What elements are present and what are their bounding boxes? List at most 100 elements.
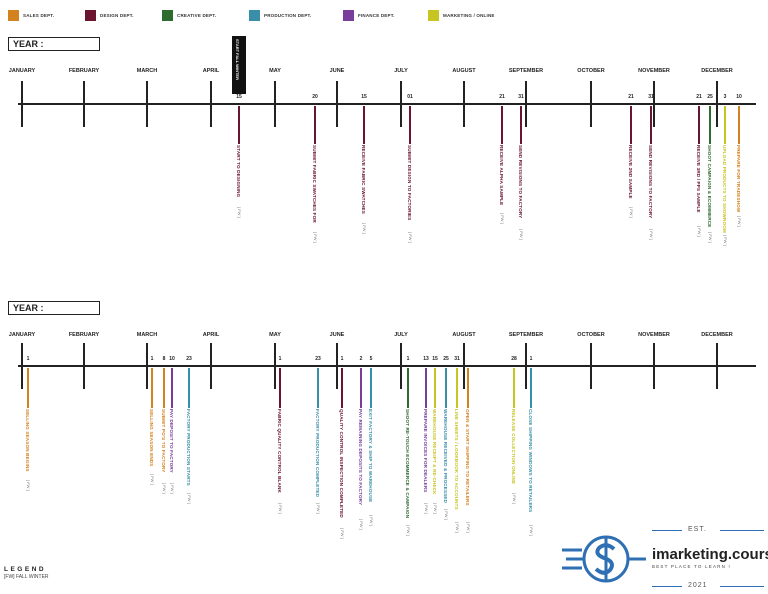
month-tick: [653, 81, 655, 127]
event-season: [ FW ]: [466, 521, 471, 533]
event-day: 15: [432, 356, 438, 362]
legend-swatch: [249, 9, 260, 21]
event-season: [ FW ]: [455, 521, 460, 533]
legend-item: CREATIVE DEPT.: [162, 8, 216, 22]
event-line: [341, 368, 343, 408]
brand-name: imarketing.courses: [652, 546, 768, 563]
month-label: OCTOBER: [577, 332, 605, 338]
event-day: 01: [407, 94, 413, 100]
event-season: [ FW ]: [424, 502, 429, 514]
event-day: 21: [628, 94, 634, 100]
event-season: [ FW ]: [529, 525, 534, 536]
brand-tagline: BEST PLACE TO LEARN !: [652, 564, 731, 569]
event-season: [ FW ]: [444, 509, 449, 520]
month-label: DECEMBER: [701, 332, 733, 338]
event-day: 5: [369, 356, 373, 362]
brand-logo: EST. imarketing.courses BEST PLACE TO LE…: [560, 524, 768, 594]
season-legend-title: LEGEND: [4, 566, 47, 573]
month-label: SEPTEMBER: [508, 332, 544, 338]
event-season: [ FW ]: [708, 232, 713, 243]
event-label: LINE SHEETS / LOOKBOOK TO ACCOUNTS: [454, 409, 459, 510]
month-label: FEBRUARY: [68, 332, 100, 338]
legend-item: FINANCE DEPT.: [343, 8, 395, 22]
legend-item: MARKETING / ONLINE: [428, 8, 495, 22]
event-line: [27, 368, 29, 408]
season-legend-item: [FW] FALL WINTER: [4, 574, 49, 580]
event-line: [163, 368, 165, 408]
event-season: [ FW ]: [359, 518, 364, 530]
legend-label: PRODUCTION DEPT.: [264, 12, 312, 18]
month-tick: [400, 343, 402, 389]
event-line: [650, 106, 652, 144]
event-day: 23: [186, 356, 192, 362]
event-line: [151, 368, 153, 408]
legend-swatch: [343, 9, 354, 21]
month-label: MAY: [269, 332, 281, 338]
month-label: DECEMBER: [701, 68, 733, 74]
fall-winter-start-marker: START FALL WINTER: [232, 36, 246, 94]
month-label: AUGUST: [452, 68, 476, 74]
event-label: RECEIVE ALPHA SAMPLE: [499, 145, 504, 206]
event-season: [ FW ]: [737, 216, 742, 227]
month-tick: [146, 81, 148, 127]
legend-swatch: [8, 9, 19, 21]
event-label: START TO DESIGNING: [236, 145, 241, 198]
month-label: SEPTEMBER: [508, 68, 544, 74]
month-label: MARCH: [136, 68, 158, 74]
event-day: 20: [312, 94, 318, 100]
event-day: 1: [529, 356, 533, 362]
event-season: [ FW ]: [170, 483, 175, 495]
marker-label: START FALL WINTER: [235, 39, 240, 80]
month-tick: [336, 343, 338, 389]
month-label: FEBRUARY: [68, 68, 100, 74]
event-season: [ FW ]: [369, 515, 374, 527]
event-day: 3: [723, 94, 727, 100]
month-tick: [83, 343, 85, 389]
event-label: UPLOAD PRODUCTS TO SHOWROOM: [722, 145, 727, 233]
event-day: 8: [162, 356, 166, 362]
event-line: [360, 368, 362, 408]
event-day: 31: [648, 94, 654, 100]
event-label: QUALITY CONTROL INSPECTION COMPLETED: [339, 409, 344, 518]
month-tick: [400, 81, 402, 127]
month-label: MARCH: [136, 332, 158, 338]
event-season: [ FW ]: [340, 528, 345, 539]
month-label: JULY: [394, 332, 408, 338]
event-line: [238, 106, 240, 144]
event-season: [ FW ]: [406, 525, 411, 536]
event-day: 25: [707, 94, 713, 100]
event-label: FACTORY PRODUCTION COMPLETED: [315, 409, 320, 498]
legend-label: CREATIVE DEPT.: [177, 12, 217, 18]
event-season: [ FW ]: [500, 213, 505, 224]
event-day: 31: [518, 94, 524, 100]
month-label: APRIL: [202, 68, 220, 74]
month-tick: [210, 81, 212, 127]
legend-swatch: [85, 9, 96, 21]
month-tick: [525, 81, 527, 127]
event-label: WAREHOUSE RECEIPT & RE-CHECK: [432, 409, 437, 495]
event-line: [317, 368, 319, 408]
event-season: [ FW ]: [278, 502, 283, 514]
event-line: [434, 368, 436, 408]
event-line: [738, 106, 740, 144]
event-day: 1: [150, 356, 154, 362]
event-label: PAY REMAINING DEPOSITS TO FACTORY: [358, 409, 363, 506]
brand-year: 2021: [688, 582, 708, 589]
month-tick: [716, 343, 718, 389]
event-day: 10: [736, 94, 742, 100]
event-day: 1: [278, 356, 282, 362]
month-label: AUGUST: [452, 332, 476, 338]
month-tick: [146, 343, 148, 389]
event-day: 10: [169, 356, 175, 362]
event-season: [ FW ]: [150, 473, 155, 485]
event-season: [ FW ]: [162, 483, 167, 495]
legend-label: SALES DEPT.: [23, 12, 55, 18]
event-day: 31: [454, 356, 460, 362]
month-label: JUNE: [329, 332, 345, 338]
event-label: SELLING SEASON BEGINS: [25, 409, 30, 472]
legend-label: MARKETING / ONLINE: [443, 12, 495, 18]
event-line: [279, 368, 281, 408]
event-season: [ FW ]: [408, 232, 413, 243]
season-legend: LEGEND [FW] FALL WINTER: [4, 566, 49, 580]
department-legend: SALES DEPT.DESIGN DEPT.CREATIVE DEPT.PRO…: [0, 8, 768, 22]
